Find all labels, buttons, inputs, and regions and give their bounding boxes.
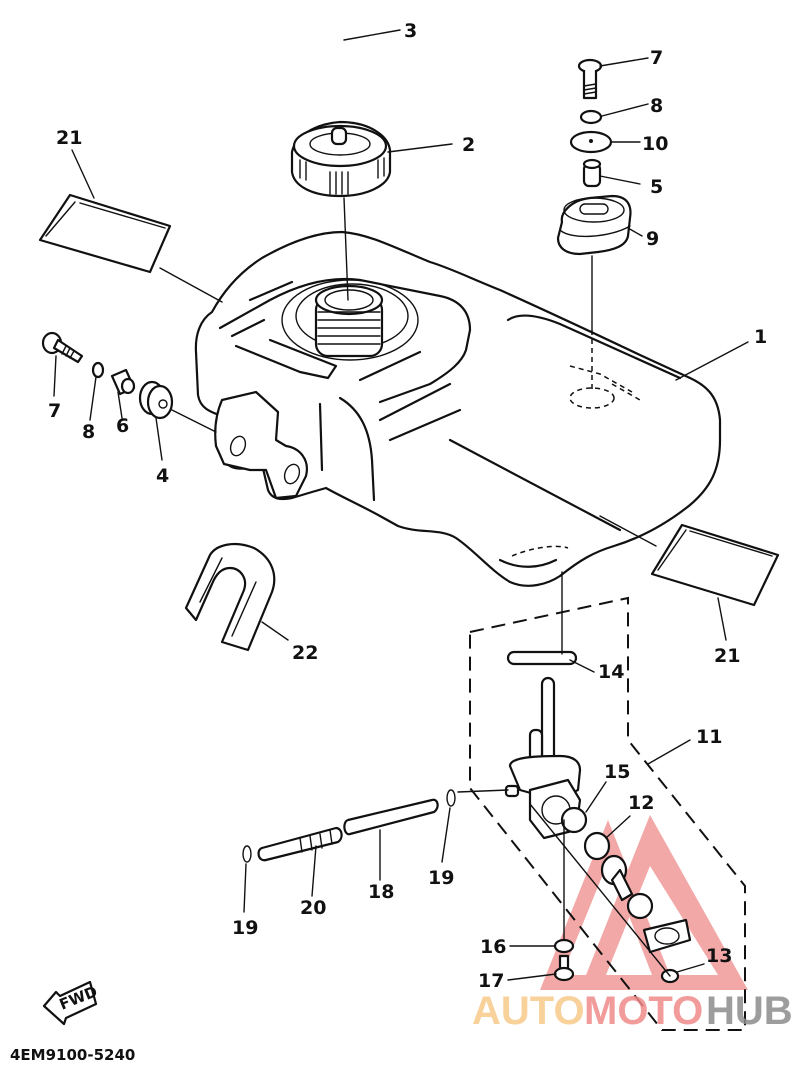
watermark-text-auto: AUTO — [472, 989, 585, 1033]
u-clip — [184, 542, 276, 652]
leader-line-12 — [605, 815, 631, 839]
mount-bolt-top — [577, 58, 603, 100]
watermark-triangle-right — [580, 815, 748, 990]
leader-line-7a — [53, 355, 57, 397]
leader-line-cap-axis — [343, 197, 349, 301]
vent-hose — [203, 20, 344, 127]
leader-line-11 — [647, 739, 691, 765]
callout-12: 12 — [628, 792, 654, 814]
plate-washer — [569, 130, 613, 154]
leader-line-6 — [117, 391, 123, 419]
automotohub-watermark-text: AUTO MOTO HUB — [472, 989, 793, 1033]
fuel-cock — [504, 676, 582, 840]
leader-line-pad-right — [599, 515, 657, 547]
leader-line-21b — [717, 597, 727, 641]
washer-left — [91, 361, 105, 379]
callout-19-left: 19 — [232, 917, 258, 939]
leader-line-22 — [261, 621, 289, 641]
leader-line-13 — [676, 963, 705, 973]
callout-22: 22 — [292, 642, 318, 664]
leader-line-19a — [243, 863, 247, 913]
callout-13: 13 — [706, 945, 732, 967]
leader-line-4 — [155, 417, 163, 461]
callout-7-left: 7 — [48, 400, 61, 422]
automotohub-watermark — [540, 815, 748, 990]
leader-line-7b — [599, 57, 649, 67]
callout-18: 18 — [368, 881, 394, 903]
leader-line-8b — [601, 103, 649, 117]
hose-clip-right — [446, 789, 456, 807]
callout-20: 20 — [300, 897, 326, 919]
callout-2: 2 — [462, 134, 475, 156]
grommet-left — [138, 380, 174, 420]
leader-line-9 — [627, 227, 643, 237]
fuel-tank — [194, 230, 722, 587]
callout-6: 6 — [116, 415, 129, 437]
fuel-cap — [290, 120, 392, 198]
lever-seal — [600, 854, 634, 902]
fuel-cock-assembly-outline — [469, 596, 746, 1031]
callout-4: 4 — [156, 465, 169, 487]
o-ring-strainer — [506, 650, 578, 666]
filter-cup — [560, 806, 588, 834]
leader-line-pad-left — [159, 267, 223, 303]
leader-line-20 — [311, 845, 317, 897]
leader-line-1 — [675, 341, 749, 381]
washer-16 — [553, 938, 575, 954]
callout-10: 10 — [642, 133, 668, 155]
leader-line-5 — [599, 175, 641, 185]
leader-line-2 — [387, 143, 453, 153]
watermark-text-moto: MOTO — [584, 989, 703, 1033]
forward-direction-arrow: FWD — [42, 980, 100, 1026]
collar-top — [582, 158, 602, 188]
leader-line-15 — [585, 781, 607, 813]
callout-19-right: 19 — [428, 867, 454, 889]
callout-3: 3 — [404, 20, 417, 42]
mount-bolt-left — [41, 331, 84, 364]
callout-labels: 1 2 3 4 5 6 7 7 8 8 9 10 11 12 13 14 15 … — [48, 20, 767, 992]
callout-7-top: 7 — [650, 47, 663, 69]
leader-line-grommet-axis — [171, 409, 217, 433]
leader-line-3 — [343, 29, 401, 41]
leader-line-19b — [441, 807, 451, 863]
callout-8-top: 8 — [650, 95, 663, 117]
washer-top — [579, 109, 603, 125]
grommet-oval — [556, 194, 632, 256]
callout-21-right: 21 — [714, 645, 740, 667]
callout-1: 1 — [754, 326, 767, 348]
collar-left — [110, 368, 136, 396]
tank-pad-right — [650, 523, 780, 607]
lever-washer — [626, 892, 654, 920]
watermark-triangle-left — [540, 820, 676, 990]
fuel-pipe — [257, 826, 343, 862]
leader-line-17 — [507, 973, 557, 981]
callout-5: 5 — [650, 176, 663, 198]
leader-line-8a — [89, 376, 97, 421]
callout-17: 17 — [478, 970, 504, 992]
gasket — [583, 831, 611, 861]
diagram-part-code: 4EM9100-5240 — [10, 1046, 135, 1064]
callout-14: 14 — [598, 661, 624, 683]
hose-clip-left — [242, 845, 252, 863]
drain-bolt — [553, 954, 575, 982]
tank-pad-left — [38, 193, 172, 274]
leader-line-cock-outlet — [457, 789, 509, 793]
callout-21-left: 21 — [56, 127, 82, 149]
leader-line-21a — [71, 149, 95, 199]
callout-11: 11 — [696, 726, 722, 748]
leader-line-lever-axis — [529, 803, 671, 977]
lever-plate — [642, 918, 692, 954]
leader-line-14 — [569, 659, 595, 673]
watermark-text-hub: HUB — [706, 989, 793, 1033]
fuel-hose — [343, 798, 439, 836]
callout-16: 16 — [480, 936, 506, 958]
callout-8-left: 8 — [82, 421, 95, 443]
callout-15: 15 — [604, 761, 630, 783]
callout-9: 9 — [646, 228, 659, 250]
